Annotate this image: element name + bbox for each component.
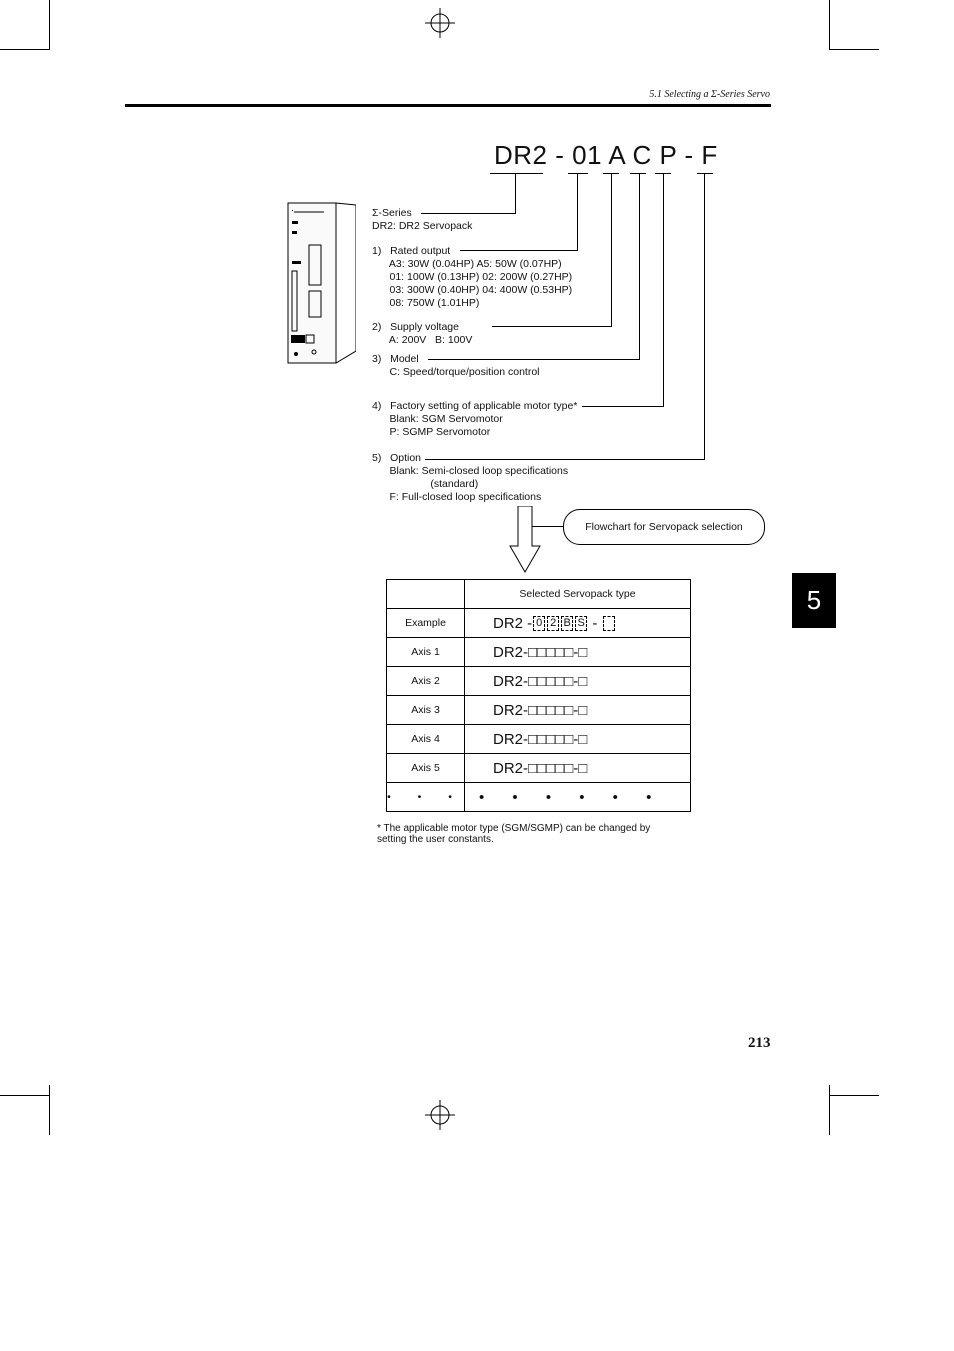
table-row: Axis 1 DR2-□□□□□-□ [386, 637, 691, 667]
example-char: B [561, 616, 574, 632]
underline-01 [568, 173, 588, 174]
underline-dr2 [490, 173, 543, 174]
table-row-ellipsis: • • • • • • • • • [386, 782, 691, 812]
table-row-value: DR2-□□□□□-□ [464, 724, 691, 754]
leader-line [663, 173, 664, 406]
table-row-value: DR2-□□□□□-□ [464, 637, 691, 667]
ellipsis-dots: • • • • • • [464, 782, 691, 812]
chapter-tab: 5 [792, 573, 836, 628]
underline-f [697, 173, 713, 174]
crop-mark [0, 1095, 50, 1096]
leader-line [577, 173, 578, 250]
leader-line [515, 173, 516, 213]
crop-mark [829, 1095, 879, 1096]
table-header-row: Selected Servopack type [386, 579, 691, 609]
table-row: Axis 4 DR2-□□□□□-□ [386, 724, 691, 754]
leader-line [460, 250, 578, 251]
example-prefix: DR2 - [493, 614, 533, 632]
underline-c [630, 173, 646, 174]
leader-line [428, 359, 640, 360]
table-header: Selected Servopack type [464, 579, 691, 609]
leader-line [492, 326, 612, 327]
table-row-label: Axis 5 [386, 753, 465, 783]
page-number: 213 [748, 1035, 771, 1051]
table-row: Axis 3 DR2-□□□□□-□ [386, 695, 691, 725]
header-rule [125, 104, 771, 107]
crop-mark [49, 0, 50, 50]
section-header: 5.1 Selecting a Σ-Series Servo [649, 89, 770, 100]
model-code: DR2 - 01 A C P - F [494, 140, 718, 170]
example-char: 2 [547, 616, 560, 632]
table-row-value: DR2-□□□□□-□ [464, 666, 691, 696]
table-row-value: DR2-□□□□□-□ [464, 753, 691, 783]
leader-line [704, 173, 705, 459]
registration-mark-icon [425, 8, 455, 38]
crop-mark [49, 1085, 50, 1135]
crop-mark [0, 49, 50, 50]
flowchart-connector [532, 526, 563, 527]
example-char: 0 [533, 616, 546, 632]
registration-mark-icon [425, 1100, 455, 1130]
desc-rated-output: 1) Rated output A3: 30W (0.04HP) A5: 50W… [372, 245, 573, 309]
ellipsis-dots: • • • [386, 782, 465, 812]
table-header-empty [386, 579, 465, 609]
table-row-label: Axis 2 [386, 666, 465, 696]
example-char-blank [602, 616, 615, 632]
crop-mark [829, 1085, 830, 1135]
servopack-illustration-icon [287, 202, 356, 364]
leader-line [425, 459, 705, 460]
leader-line [582, 406, 664, 407]
example-separator: - [588, 614, 602, 632]
crop-mark [829, 0, 830, 50]
table-row-label: Axis 1 [386, 637, 465, 667]
desc-factory-setting: 4) Factory setting of applicable motor t… [372, 400, 578, 438]
table-row-label: Example [386, 608, 465, 638]
table-row: Axis 5 DR2-□□□□□-□ [386, 753, 691, 783]
leader-line [611, 173, 612, 326]
desc-option: 5) Option Blank: Semi-closed loop specif… [372, 452, 569, 503]
desc-model: 3) Model C: Speed/torque/position contro… [372, 353, 540, 378]
crop-mark [829, 49, 879, 50]
leader-line [421, 213, 516, 214]
footnote: * The applicable motor type (SGM/SGMP) c… [377, 823, 651, 845]
table-row-value: DR2-□□□□□-□ [464, 695, 691, 725]
example-char: S [575, 616, 588, 632]
table-row: Axis 2 DR2-□□□□□-□ [386, 666, 691, 696]
table-row-label: Axis 3 [386, 695, 465, 725]
flowchart-label: Flowchart for Servopack selection [563, 509, 765, 545]
leader-line [639, 173, 640, 359]
desc-supply-voltage: 2) Supply voltage A: 200V B: 100V [372, 321, 473, 346]
down-arrow-icon [509, 506, 541, 574]
table-row-label: Axis 4 [386, 724, 465, 754]
